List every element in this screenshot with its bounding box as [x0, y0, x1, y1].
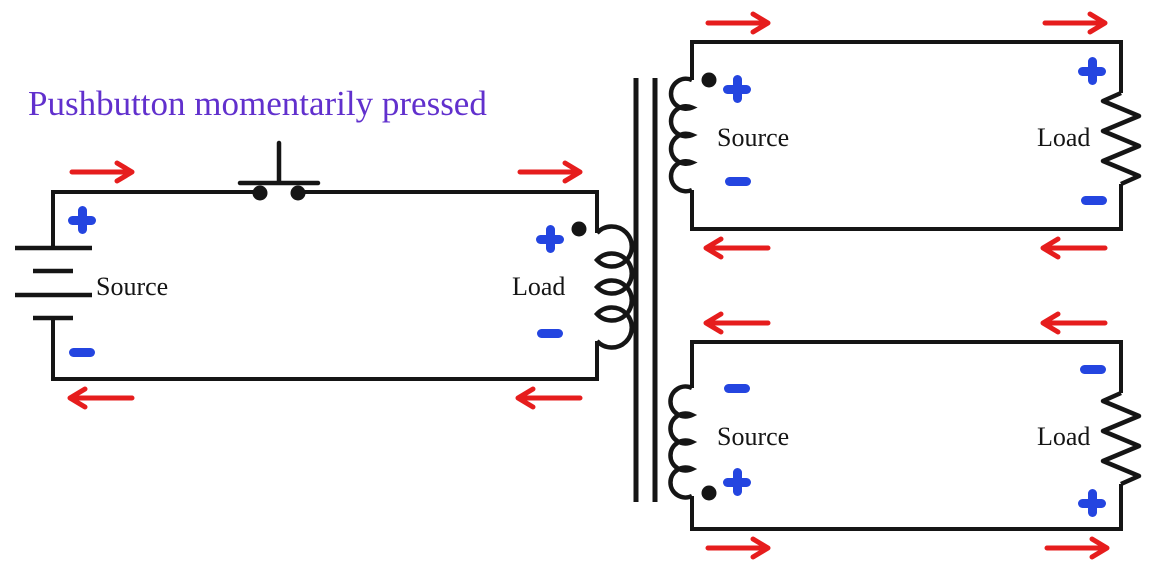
phase-dot	[701, 72, 717, 88]
current-arrow-right-icon	[517, 160, 583, 184]
current-arrow-left-icon	[1040, 311, 1108, 335]
current-arrow-right-icon	[69, 160, 135, 184]
polarity-minus	[1081, 196, 1107, 205]
phase-dot	[571, 221, 587, 237]
current-arrow-right-icon	[1042, 11, 1108, 35]
current-arrow-left-icon	[1040, 236, 1108, 260]
pushbutton-contact-dot	[290, 185, 306, 201]
secondary-coil-bottom-icon	[668, 384, 698, 500]
left-circuit-wires	[51, 190, 599, 381]
bottom-right-source-label: Source	[717, 422, 790, 451]
polarity-plus	[723, 75, 751, 103]
polarity-minus	[724, 384, 750, 393]
current-arrow-left-icon	[703, 236, 771, 260]
polarity-plus	[536, 225, 564, 253]
top-right-load-label: Load	[1037, 123, 1091, 152]
polarity-minus	[1080, 365, 1106, 374]
polarity-plus	[1078, 489, 1106, 517]
pushbutton-contact-dot	[252, 185, 268, 201]
primary-coil-icon	[593, 224, 634, 350]
resistor-bottom-icon	[1100, 390, 1142, 487]
secondary-coil-top-icon	[668, 76, 698, 194]
top-right-circuit-wires	[690, 40, 1123, 231]
current-arrow-right-icon	[705, 536, 771, 560]
current-arrow-right-icon	[705, 11, 771, 35]
pushbutton-icon	[237, 140, 321, 186]
top-right-source-label: Source	[717, 123, 790, 152]
bottom-right-load-label: Load	[1037, 422, 1091, 451]
polarity-plus	[1078, 57, 1106, 85]
current-arrow-right-icon	[1044, 536, 1110, 560]
diagram-title: Pushbutton momentarily pressed	[28, 84, 487, 123]
battery-icon	[15, 245, 92, 321]
current-arrow-left-icon	[67, 386, 135, 410]
current-arrow-left-icon	[515, 386, 583, 410]
phase-dot	[701, 485, 717, 501]
current-arrow-left-icon	[703, 311, 771, 335]
polarity-plus	[68, 206, 96, 234]
polarity-minus	[69, 348, 95, 357]
polarity-minus	[537, 329, 563, 338]
polarity-plus	[723, 468, 751, 496]
transformer-core-icon	[633, 78, 658, 502]
bottom-right-circuit-wires	[690, 340, 1123, 531]
resistor-top-icon	[1100, 90, 1142, 187]
left-load-label: Load	[512, 272, 566, 301]
left-source-label: Source	[96, 272, 169, 301]
polarity-minus	[725, 177, 751, 186]
